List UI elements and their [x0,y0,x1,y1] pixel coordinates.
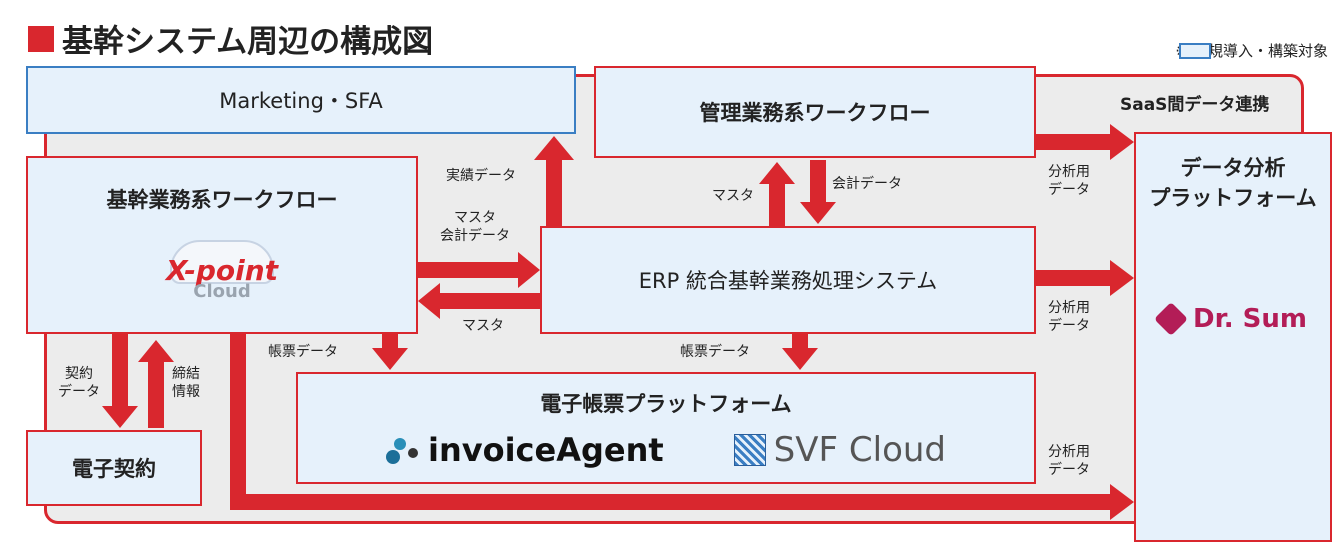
xpoint-logo: X-point Cloud [165,240,279,302]
edge-label-teiketsu-1: 締結 [172,366,200,382]
box-data-label-2: プラットフォーム [1149,186,1317,210]
arrow-kanri-to-data [1035,124,1134,160]
edge-label-bunseki-1: 分析用 データ [1048,164,1090,199]
chohyo-logos: invoiceAgent SVF Cloud [385,430,946,470]
edge-label-kaikei-down: 会計データ [832,176,902,192]
invoiceagent-icon [385,436,422,464]
cloud-icon [170,240,274,284]
edge-label-bunseki-2b: データ [1048,317,1090,334]
svf-cloud-text: SVF Cloud [773,430,946,470]
edge-label-teiketsu-2: 情報 [172,383,200,400]
svf-cloud-logo: SVF Cloud [733,430,946,470]
edge-label-bunseki-3a: 分析用 [1048,444,1090,460]
box-marketing-label: Marketing・SFA [219,89,383,113]
invoiceagent-logo: invoiceAgent [385,431,664,469]
title-square-icon [28,25,54,52]
arrow-kikan-to-keiyaku [102,334,138,428]
edge-label-bunseki-2a: 分析用 [1048,300,1090,316]
box-kikan-workflow: 基幹業務系ワークフロー X-point Cloud [26,156,418,334]
box-kikan-label: 基幹業務系ワークフロー [106,188,338,212]
edge-label-masuta-kaikei-2: 会計データ [440,227,510,244]
edge-label-keiyaku: 契約 データ [58,366,100,401]
drsum-text: Dr. Sum [1193,304,1307,334]
edge-label-bunseki-1b: データ [1048,181,1090,198]
arrow-erp-to-kanri [759,162,795,226]
arrow-kanri-to-erp [800,160,836,224]
box-erp-label: ERP 統合基幹業務処理システム [638,269,938,293]
box-chohyo-label: 電子帳票プラットフォーム [540,392,792,416]
arrow-erp-to-chohyo [782,334,818,370]
edge-label-teiketsu: 締結 情報 [172,366,200,401]
box-kanri-label: 管理業務系ワークフロー [699,101,931,125]
arrow-kikan-to-chohyo [372,334,408,370]
drsum-logo: Dr. Sum [1154,302,1307,336]
box-denshi-keiyaku: 電子契約 [26,430,202,506]
edge-label-masuta-kaikei: マスタ 会計データ [430,210,520,245]
arrow-kikan-to-erp [418,252,540,288]
edge-label-keiyaku-2: データ [58,383,100,400]
svf-grid-icon [733,434,766,466]
xpoint-sub-text: Cloud [193,281,251,302]
edge-label-bunseki-2: 分析用 データ [1048,300,1090,335]
box-marketing-sfa: Marketing・SFA [26,66,576,134]
saas-label: SaaS間データ連携 [1120,95,1270,115]
box-data-label-1: データ分析 [1180,156,1286,180]
xpoint-main-text: X-point [165,254,279,287]
box-kanri-workflow: 管理業務系ワークフロー [594,66,1036,158]
arrow-keiyaku-to-kikan [138,340,174,428]
drsum-icon [1154,302,1188,336]
edge-label-masuta-left: マスタ [462,318,504,334]
invoiceagent-text: invoiceAgent [427,431,664,469]
edge-label-chohyo-left: 帳票データ [268,344,338,360]
edge-label-keiyaku-1: 契約 [65,366,93,382]
edge-label-jisseki: 実績データ [446,168,516,184]
arrow-erp-to-data [1035,260,1134,296]
box-erp: ERP 統合基幹業務処理システム [540,226,1036,334]
legend-blue-box-icon [1179,42,1212,59]
box-keiyaku-label: 電子契約 [72,457,156,481]
box-data-platform: データ分析 プラットフォーム Dr. Sum [1134,132,1332,542]
title-text: 基幹システム周辺の構成図 [62,24,434,60]
box-denshi-chohyo: 電子帳票プラットフォーム invoiceAgent SVF Cloud [296,372,1036,484]
legend: ※ :新規導入・構築対象 [1175,40,1328,61]
arrow-erp-to-kikan [418,283,540,319]
edge-label-bunseki-3b: データ [1048,461,1090,478]
arrow-erp-to-marketing [534,136,574,226]
edge-label-masuta-kaikei-1: マスタ [454,210,496,226]
edge-label-chohyo-right: 帳票データ [680,344,750,360]
edge-label-masuta-up: マスタ [712,188,754,204]
arrow-kikan-bottom-to-data [230,334,1134,520]
edge-label-bunseki-3: 分析用 データ [1048,444,1090,479]
legend-text: :新規導入・構築対象 [1187,42,1328,60]
edge-label-bunseki-1a: 分析用 [1048,164,1090,180]
page-title: 基幹システム周辺の構成図 [28,16,433,61]
